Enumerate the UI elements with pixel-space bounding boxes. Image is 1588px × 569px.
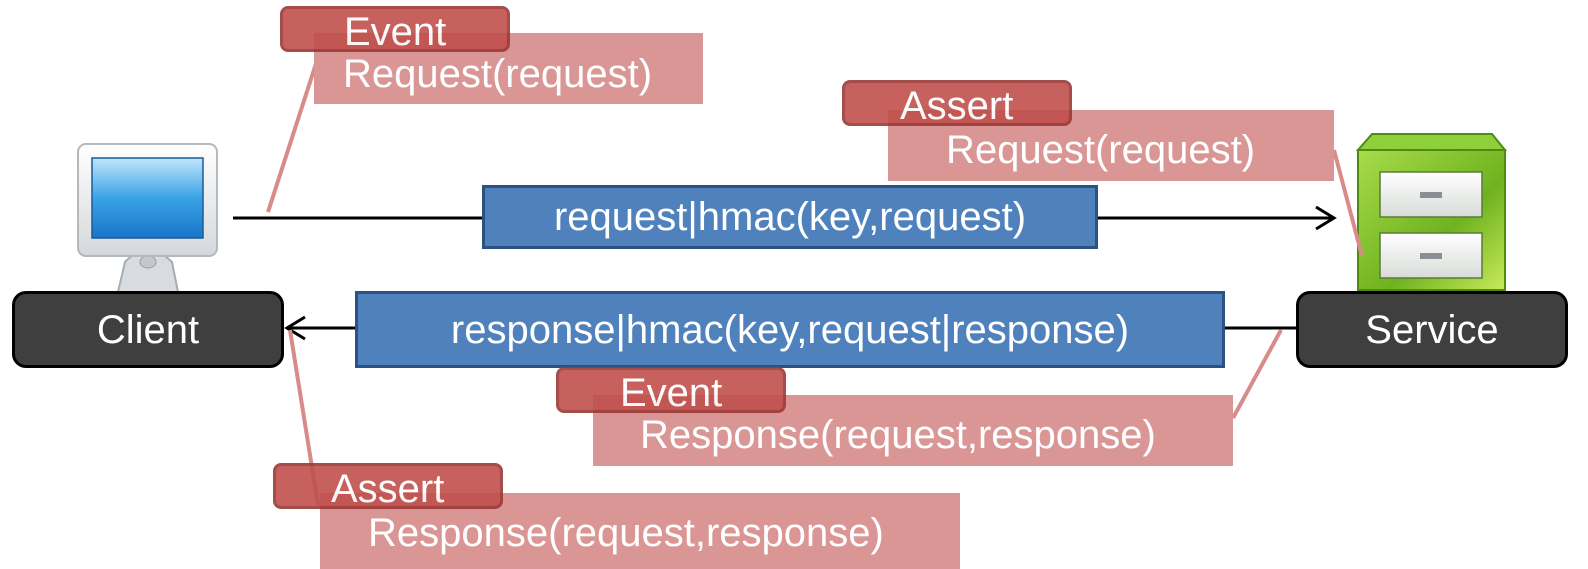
callout-line-event-request [266, 41, 325, 213]
filing-cabinet-icon [1355, 133, 1508, 291]
callout-line-event-response [1231, 329, 1283, 419]
response-message-box: response|hmac(key,request|response) [355, 291, 1225, 368]
client-node: Client [12, 291, 284, 368]
service-label: Service [1365, 307, 1499, 352]
annotation-assert-response-tag: Assert [273, 463, 503, 509]
annotation-assert-request-body: Request(request) [888, 110, 1334, 181]
annotation-event-request-tag: Event [280, 6, 510, 52]
annotation-event-response-label: Response(request,response) [640, 413, 1156, 457]
computer-monitor-icon [77, 143, 218, 293]
annotation-assert-response-kind: Assert [331, 467, 445, 511]
client-label: Client [96, 307, 200, 352]
response-message-label: response|hmac(key,request|response) [450, 307, 1130, 352]
request-arrowhead [1315, 205, 1337, 231]
response-arrowhead [284, 315, 306, 341]
annotation-assert-request-tag: Assert [842, 80, 1072, 126]
annotation-event-request-label: Request(request) [343, 52, 653, 96]
annotation-event-response-tag: Event [556, 367, 786, 413]
callout-line-assert-request [1332, 149, 1364, 257]
request-message-box: request|hmac(key,request) [482, 185, 1098, 249]
annotation-event-response-body: Response(request,response) [593, 395, 1233, 466]
annotation-assert-response-label: Response(request,response) [368, 511, 884, 555]
annotation-event-request-kind: Event [344, 10, 447, 54]
annotation-assert-request-label: Request(request) [946, 128, 1256, 172]
annotation-assert-request-kind: Assert [900, 84, 1014, 128]
request-message-label: request|hmac(key,request) [553, 195, 1027, 239]
annotation-event-response-kind: Event [620, 371, 723, 415]
service-node: Service [1296, 291, 1568, 368]
